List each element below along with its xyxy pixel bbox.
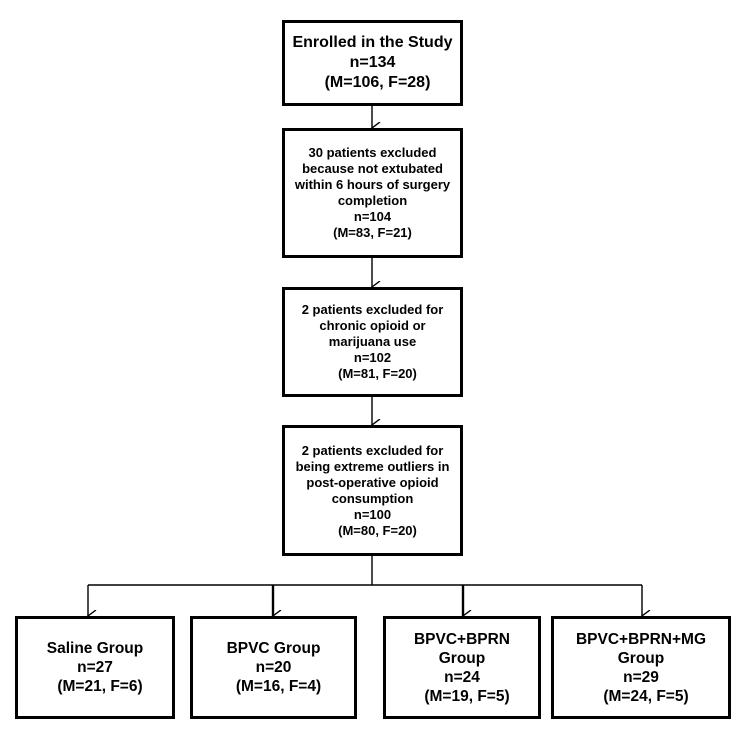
- group-saline-count: n=27: [77, 659, 113, 676]
- exclusion-2-split: (M=81, F=20): [338, 366, 417, 381]
- group-box-bpvc-bprn: BPVC+BPRN Group n=24 (M=19, F=5): [383, 616, 541, 719]
- group-box-bpvc-bprn-mg: BPVC+BPRN+MG Group n=29 (M=24, F=5): [551, 616, 731, 719]
- exclusion-2-line2: chronic opioid or: [319, 318, 426, 333]
- exclusion-1-count: n=104: [353, 209, 392, 224]
- group-bpvc-bprn-name-line1: BPVC+BPRN: [413, 630, 511, 648]
- exclusion-3-line3: post-operative opioid: [306, 474, 439, 490]
- group-bpvc-bprn-count: n=24: [444, 668, 480, 686]
- group-bpvc-bprn-split: (M=19, F=5): [424, 687, 510, 705]
- group-saline-name: Saline Group: [46, 640, 144, 657]
- exclusion-3-line2: being extreme outliers in: [295, 458, 450, 474]
- exclusion-1-split: (M=83, F=21): [333, 225, 412, 240]
- group-bpvc-bprn-name-line2: Group: [438, 649, 486, 667]
- exclusion-box-3: 2 patients excluded for being extreme ou…: [282, 425, 463, 556]
- enrolled-split: (M=106, F=28): [324, 74, 431, 91]
- group-bpvc-name: BPVC Group: [226, 640, 321, 657]
- enrolled-box: Enrolled in the Study n=134 (M=106, F=28…: [282, 20, 463, 106]
- group-bpvc-split: (M=16, F=4): [235, 678, 322, 695]
- group-box-bpvc: BPVC Group n=20 (M=16, F=4): [190, 616, 357, 719]
- exclusion-1-line2: because not extubated: [302, 161, 443, 176]
- group-bpvc-bprn-mg-name-line2: Group: [617, 649, 665, 667]
- exclusion-3-count: n=100: [353, 506, 392, 522]
- exclusion-3-line4: consumption: [331, 490, 414, 506]
- exclusion-2-count: n=102: [353, 350, 392, 365]
- exclusion-3-line1: 2 patients excluded for: [301, 442, 444, 458]
- exclusion-3-split: (M=80, F=20): [338, 522, 417, 538]
- group-box-saline: Saline Group n=27 (M=21, F=6): [15, 616, 175, 719]
- enrolled-title: Enrolled in the Study: [292, 34, 453, 51]
- group-bpvc-bprn-mg-split: (M=24, F=5): [603, 687, 689, 705]
- group-bpvc-count: n=20: [255, 659, 292, 676]
- exclusion-box-2: 2 patients excluded for chronic opioid o…: [282, 287, 463, 397]
- exclusion-2-line1: 2 patients excluded for: [301, 302, 444, 317]
- exclusion-box-1: 30 patients excluded because not extubat…: [282, 128, 463, 258]
- exclusion-1-line1: 30 patients excluded: [308, 145, 437, 160]
- exclusion-2-line3: marijuana use: [328, 334, 417, 349]
- group-bpvc-bprn-mg-name-line1: BPVC+BPRN+MG: [575, 630, 707, 648]
- group-bpvc-bprn-mg-count: n=29: [623, 668, 659, 686]
- exclusion-1-line3: within 6 hours of surgery: [294, 177, 451, 192]
- enrolled-count: n=134: [349, 54, 396, 71]
- exclusion-1-line4: completion: [337, 193, 408, 208]
- group-saline-split: (M=21, F=6): [57, 678, 143, 695]
